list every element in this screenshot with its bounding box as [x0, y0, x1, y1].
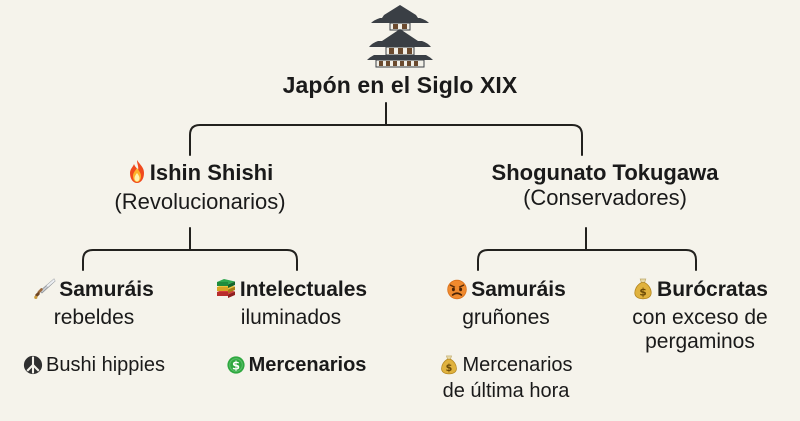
subleaf-lead: Mercenarios [462, 354, 573, 376]
fire-icon [127, 160, 147, 189]
leaf-lead: Burócratas [657, 278, 768, 302]
svg-text:$: $ [639, 287, 646, 299]
leaf-lead: Samuráis [471, 278, 566, 302]
money-bag-icon: $ [632, 278, 654, 306]
branch-subtitle: (Conservadores) [523, 185, 687, 211]
leaf-lead: Intelectuales [239, 278, 368, 302]
subleaf-mercenarios: $ Mercenarios [196, 354, 396, 380]
angry-face-icon [446, 278, 468, 306]
left-leaf-bus [82, 249, 298, 271]
books-icon [215, 278, 237, 306]
leaf-samurais-rebeldes: Samuráis rebeldes [0, 278, 194, 330]
subleaf-mercenarios-ultima-hora: $ Mercenarios de última hora [406, 354, 606, 403]
branch-name: Ishin Shishi [149, 160, 274, 186]
branch-subtitle: (Revolucionarios) [114, 189, 286, 215]
leaf-burocratas: $ Burócratas con exceso de pergaminos [600, 278, 800, 354]
branch-shogunato-tokugawa: Shogunato Tokugawa (Conservadores) [420, 160, 790, 210]
peace-symbol-icon [23, 355, 43, 381]
leaf-tail: iluminados [240, 305, 342, 329]
right-leaf-bus [477, 249, 697, 271]
leaf-samurais-grunones: Samuráis gruñones [406, 278, 606, 330]
subleaf-lead: Mercenarios [248, 354, 367, 376]
dagger-icon [34, 278, 56, 306]
branch-ishin-shishi: Ishin Shishi (Revolucionarios) [20, 160, 380, 214]
leaf-intelectuales-iluminados: Intelectuales iluminados [186, 278, 396, 330]
leaf-tail: gruñones [462, 305, 550, 329]
branch-name: Shogunato Tokugawa [491, 160, 719, 185]
subleaf-lead: Bushi hippies [46, 354, 165, 376]
japanese-castle-icon [0, 2, 800, 78]
money-bag-icon: $ [439, 355, 459, 381]
leaf-lead: Samuráis [59, 278, 154, 302]
leaf-tail-line1: con exceso de [632, 305, 768, 329]
page-title: Japón en el Siglo XIX [282, 72, 518, 98]
svg-text:$: $ [446, 363, 453, 374]
heavy-dollar-sign-icon: $ [226, 355, 246, 381]
subleaf-bushi-hippies: Bushi hippies [0, 354, 194, 380]
svg-text:$: $ [232, 358, 240, 372]
leaf-tail-line2: pergaminos [645, 329, 755, 353]
root-branch-bus [189, 124, 583, 156]
subleaf-tail: de última hora [442, 380, 570, 403]
leaf-tail: rebeldes [53, 305, 135, 329]
